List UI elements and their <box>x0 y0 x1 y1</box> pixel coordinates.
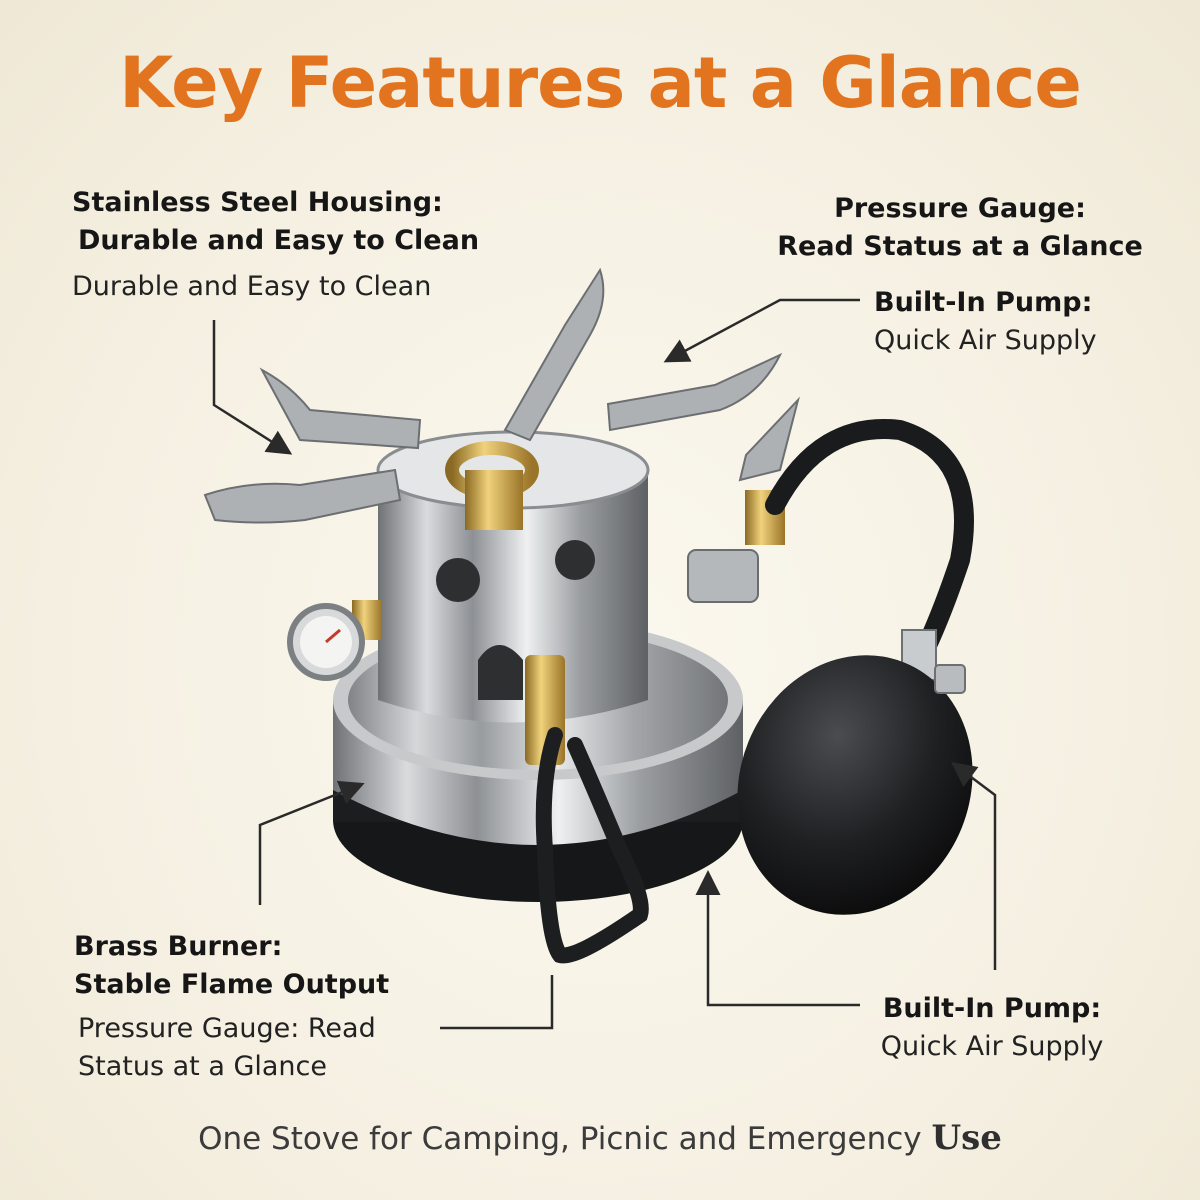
footer-text: One Stove for Camping, Picnic and Emerge… <box>198 1121 922 1157</box>
callout-brass-burner-subtext: Pressure Gauge: Read Status at a Glance <box>78 1010 376 1086</box>
burner-sub-line2: Status at a Glance <box>78 1051 327 1082</box>
pressure-gauge <box>287 600 382 681</box>
burner-heading-line1: Brass Burner: <box>74 931 283 962</box>
callout-built-in-pump-bottom: Built-In Pump: Quick Air Supply <box>862 990 1122 1066</box>
burner-heading-line2: Stable Flame Output <box>74 969 390 1000</box>
brass-burner <box>445 441 539 530</box>
housing-heading-line1: Stainless Steel Housing: <box>72 187 443 218</box>
callout-lines <box>212 298 997 1030</box>
footer-tagline: One Stove for Camping, Picnic and Emerge… <box>0 1118 1200 1158</box>
pot-supports <box>203 267 800 524</box>
burner-sub-line1: Pressure Gauge: Read <box>78 1013 376 1044</box>
pump-hose <box>687 419 974 681</box>
housing-subtext: Durable and Easy to Clean <box>72 271 432 302</box>
callout-pressure-gauge: Pressure Gauge: Read Status at a Glance <box>770 190 1150 266</box>
callout-stainless-housing: Stainless Steel Housing: Durable and Eas… <box>72 184 479 306</box>
housing-heading-line2: Durable and Easy to Clean <box>78 225 480 256</box>
pump-bottom-subtext: Quick Air Supply <box>880 1031 1104 1062</box>
gauge-heading-line1: Pressure Gauge: <box>834 193 1086 224</box>
footer-emphasis: Use <box>931 1118 1002 1158</box>
gauge-heading-line2: Read Status at a Glance <box>777 231 1143 262</box>
pump-top-subtext: Quick Air Supply <box>874 325 1097 356</box>
page-title: Key Features at a Glance <box>119 42 1082 124</box>
callout-built-in-pump-top: Built-In Pump: Quick Air Supply <box>874 284 1097 360</box>
valve-handle <box>525 655 649 964</box>
pump-top-heading: Built-In Pump: <box>874 287 1093 318</box>
pump-bottom-heading: Built-In Pump: <box>882 993 1102 1024</box>
callout-brass-burner: Brass Burner: Stable Flame Output <box>74 928 389 1004</box>
pump-bulb <box>737 655 973 915</box>
